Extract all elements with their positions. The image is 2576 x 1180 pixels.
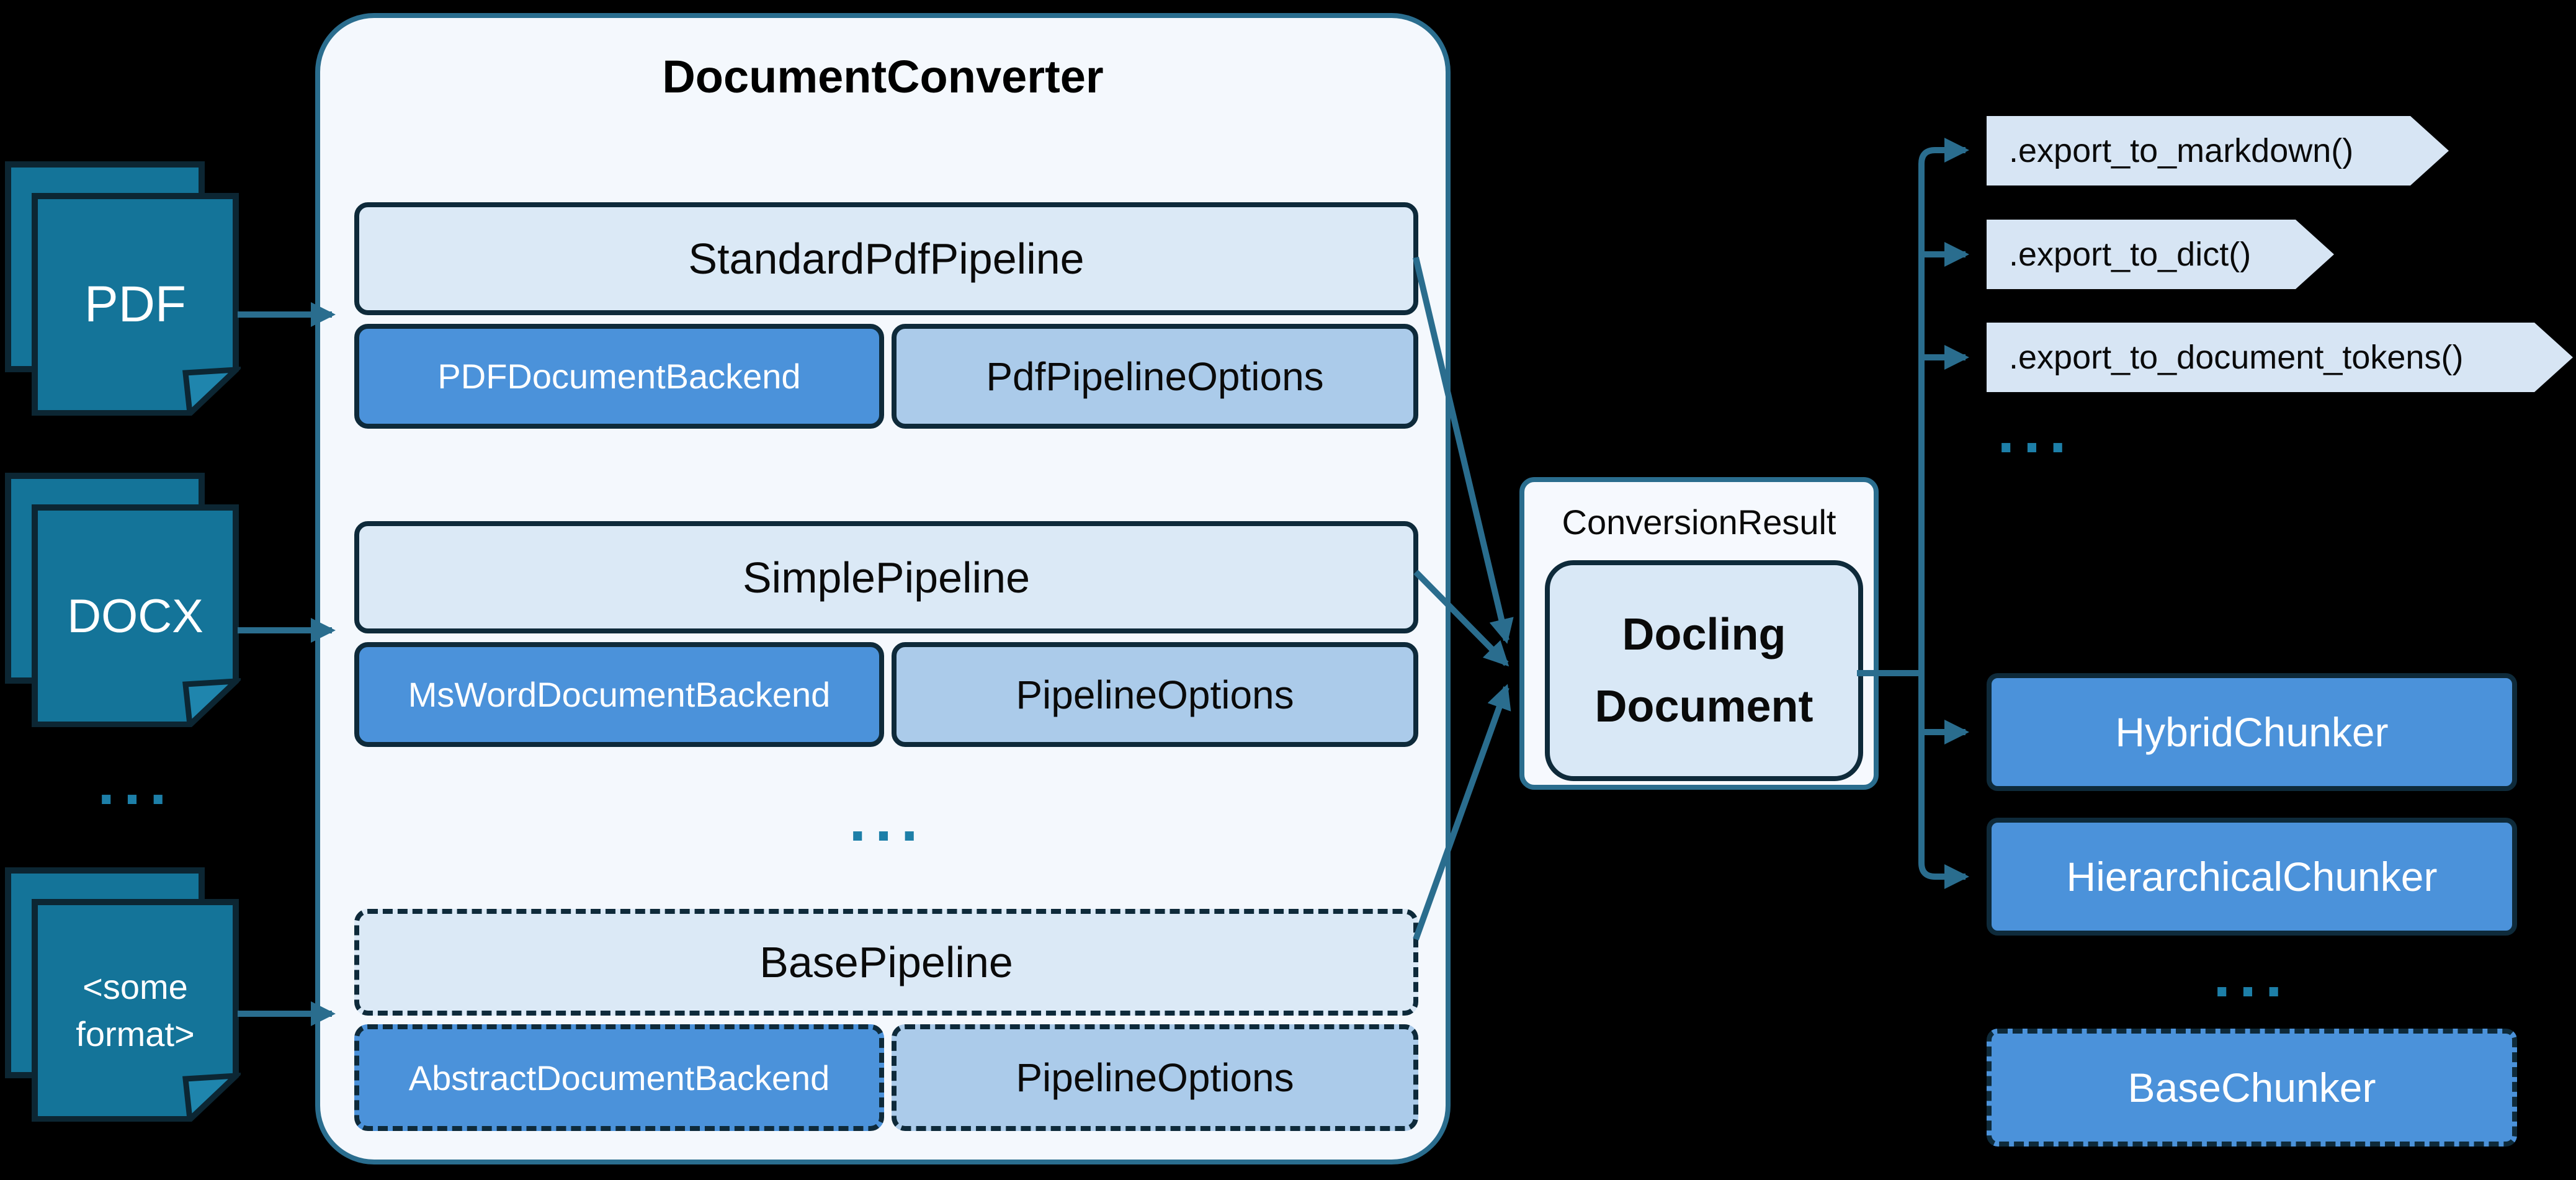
export-to-dict-label: .export_to_dict() — [2009, 236, 2252, 273]
export-to-markdown-label: .export_to_markdown() — [2009, 132, 2354, 169]
pdf-label: PDF — [84, 276, 186, 333]
pipeline-ellipsis: ... — [849, 785, 927, 854]
hybrid-chunker-box: HybridChunker — [1987, 673, 2517, 791]
backend-box-msword: MsWordDocumentBackend — [354, 642, 884, 747]
conversion-result-label: ConversionResult — [1562, 503, 1836, 542]
document-stack-icon — [5, 473, 244, 731]
base-chunker-box: BaseChunker — [1987, 1029, 2517, 1146]
chunker-ellipsis: ... — [2213, 941, 2291, 1010]
document-stack-icon — [5, 867, 244, 1125]
backend-box-abstract: AbstractDocumentBackend — [354, 1024, 884, 1131]
conversion-result-box: ConversionResult Docling Document — [1519, 477, 1879, 790]
pipeline-box-base: BasePipeline — [354, 909, 1418, 1016]
pdf-documents-icon: PDF — [5, 161, 244, 419]
docling-document-label: Docling Document — [1594, 610, 1813, 731]
export-ellipsis: ... — [1997, 396, 2075, 466]
export-to-dict-tag: .export_to_dict() — [1987, 220, 2334, 289]
arrow-to-export-markdown — [1918, 138, 1969, 673]
docx-documents-icon: DOCX — [5, 473, 244, 731]
pipeline-box-standard-pdf: StandardPdfPipeline — [354, 202, 1418, 315]
some-format-label: <some format> — [76, 967, 195, 1053]
arrow-to-hierarchical-chunker — [1918, 673, 1969, 889]
some-format-documents-icon: <some format> — [5, 867, 244, 1125]
document-stack-icon — [5, 161, 244, 419]
docx-label: DOCX — [67, 589, 203, 643]
export-to-document-tokens-label: .export_to_document_tokens() — [2009, 339, 2464, 376]
pipeline-box-simple: SimplePipeline — [354, 521, 1418, 633]
export-to-document-tokens-tag: .export_to_document_tokens() — [1987, 323, 2573, 392]
input-ellipsis: ... — [97, 748, 176, 818]
options-box-pdf: PdfPipelineOptions — [892, 324, 1418, 429]
export-to-markdown-tag: .export_to_markdown() — [1987, 116, 2449, 185]
options-box-simple: PipelineOptions — [892, 642, 1418, 747]
document-converter-panel: DocumentConverter StandardPdfPipeline PD… — [315, 13, 1451, 1164]
backend-box-pdf: PDFDocumentBackend — [354, 324, 884, 429]
hierarchical-chunker-box: HierarchicalChunker — [1987, 818, 2517, 936]
panel-title: DocumentConverter — [662, 51, 1104, 102]
options-box-base: PipelineOptions — [892, 1024, 1418, 1131]
docling-document-box: Docling Document — [1545, 560, 1863, 781]
